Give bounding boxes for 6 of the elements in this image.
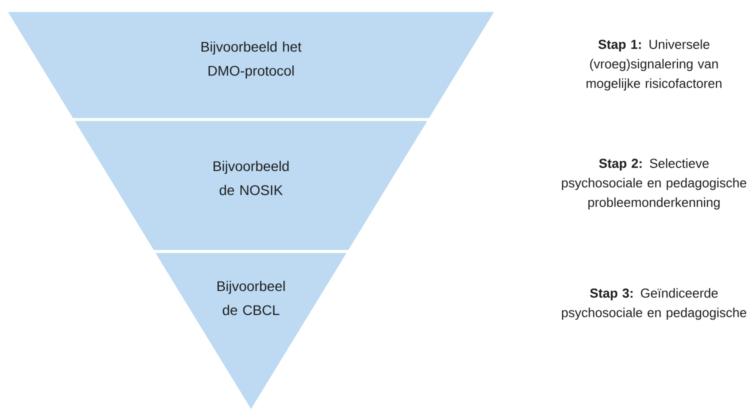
step-description: Stap 2: Selectieve psychosociale en pedagogische probleemonderkenning bbox=[562, 158, 746, 210]
funnel-band: Bijvoorbeeld de NOSIK bbox=[74, 121, 428, 250]
funnel-tip: Bijvoorbeel de CBCL bbox=[156, 253, 346, 409]
funnel-band: Bijvoorbeeld het DMO-protocol bbox=[8, 12, 494, 118]
step-description: Stap 3: Geïndiceerde psychosociale en pedagogische bbox=[562, 288, 746, 320]
step-description: Stap 1: Universele (vroeg)signalering van mogelijke risicofactoren bbox=[586, 39, 722, 91]
